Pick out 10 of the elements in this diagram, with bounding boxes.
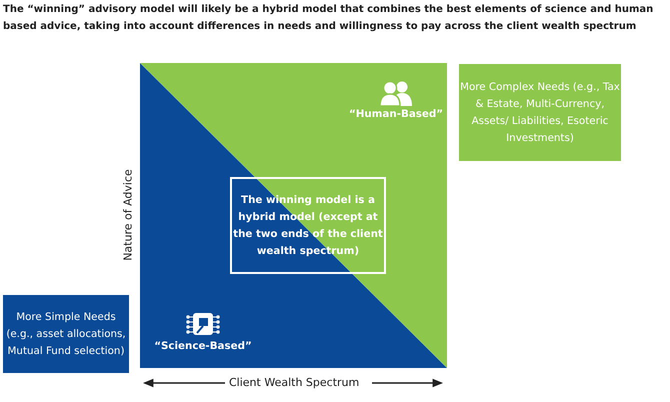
- category-label: “Science-Based”: [154, 338, 252, 354]
- axis-label: Client Wealth Spectrum: [229, 376, 360, 389]
- title-text: The “winning” advisory model will likely be a hybrid model that combines the best elements of science and human based advice, taking into account differences in needs and willingness to pay across the client wealth spectrum: [3, 3, 654, 34]
- note-text: More Simple Needs (e.g., asset allocations, Mutual Fund selection): [5, 310, 127, 358]
- needs-box: [459, 64, 621, 161]
- category-label: “Human-Based”: [348, 107, 444, 122]
- needs-box: [3, 295, 129, 373]
- axis-label: Nature of Advice: [122, 169, 134, 261]
- note-text: More Complex Needs (e.g., Tax & Estate, Multi-Currency, Assets/ Liabilities, Esoteric Investments): [459, 80, 621, 146]
- callout-box: [230, 177, 386, 274]
